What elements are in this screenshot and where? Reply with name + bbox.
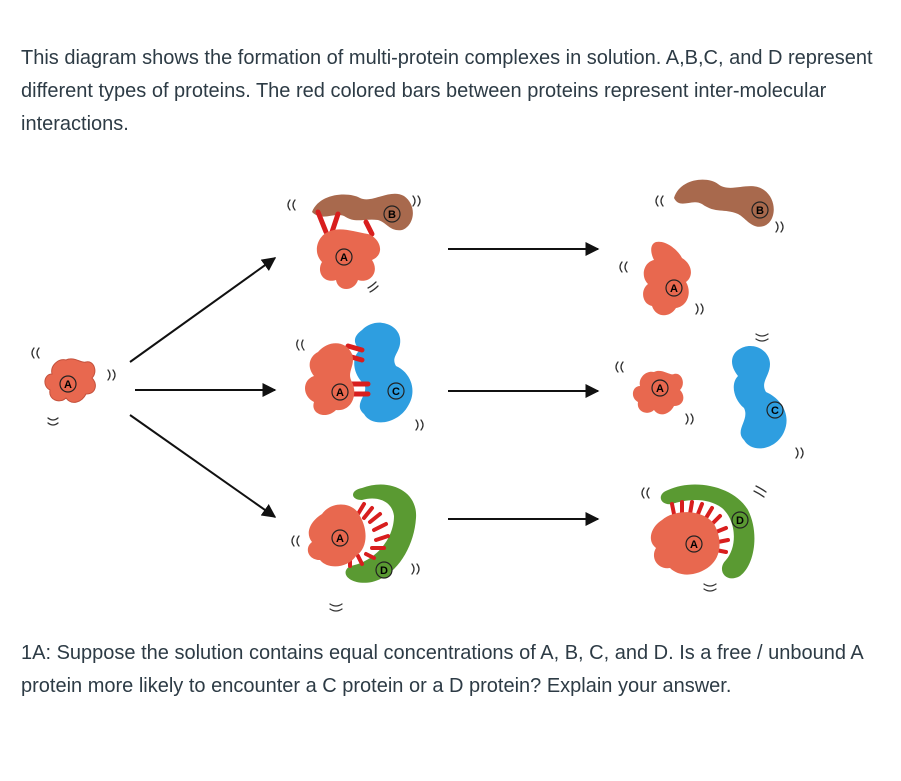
label-a: A (670, 283, 678, 295)
question-text: 1A: Suppose the solution contains equal … (21, 642, 863, 697)
free-protein-a: A (44, 358, 96, 403)
arrow-to-ab (129, 257, 277, 363)
arrow-to-ad (129, 414, 277, 518)
label-a: A (336, 533, 344, 545)
label-c: C (771, 405, 779, 417)
protein-complex-diagram: A B A A C (31, 179, 804, 612)
label-d: D (736, 515, 744, 527)
free-protein-b: B (674, 179, 774, 227)
free-protein-a: A (632, 370, 684, 415)
label-a: A (336, 387, 344, 399)
label-a: A (656, 383, 664, 395)
label-b: B (388, 209, 396, 221)
complex-a-d: A D (307, 484, 417, 583)
complex-a-d-bound: A D (650, 484, 755, 579)
complex-a-b: B A (312, 193, 413, 289)
label-a: A (340, 252, 348, 264)
complex-a-c: A C (305, 322, 413, 423)
label-a: A (690, 539, 698, 551)
label-c: C (392, 386, 400, 398)
free-protein-c: C (732, 345, 787, 449)
label-d: D (380, 565, 388, 577)
free-protein-a: A (643, 241, 691, 316)
label-a: A (64, 379, 72, 391)
label-b: B (756, 205, 764, 217)
intro-text: This diagram shows the formation of mult… (21, 47, 873, 135)
